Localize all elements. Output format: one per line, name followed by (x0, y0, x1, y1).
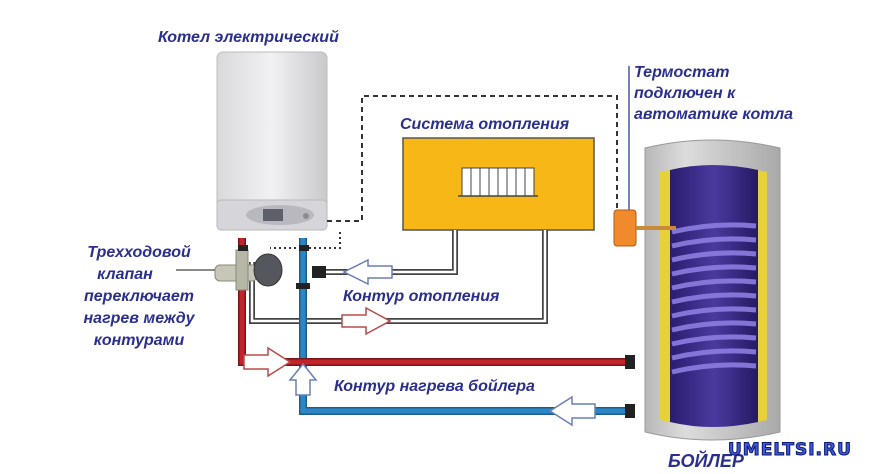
storage-tank-label: БОЙЛЕР (668, 451, 744, 471)
arrow-heating-return (342, 258, 393, 286)
arrow-heating-supply (341, 306, 392, 336)
cold-tank-outlet-fitting (625, 404, 635, 418)
valve-note-line: контурами (93, 332, 185, 349)
storage-tank (644, 139, 781, 441)
cold-pipe-fitting (296, 283, 310, 289)
return-fitting (312, 266, 326, 278)
heating-circuit-supply-pipe (249, 230, 548, 324)
valve-note-line: клапан (97, 266, 153, 283)
control-wire-to-valve (270, 232, 341, 249)
thermostat-note-line: Термостат (634, 64, 730, 81)
arrow-cold-return (548, 395, 596, 427)
thermostat-note-line: подключен к (634, 85, 736, 102)
heating-circuit-label: Контур отопления (343, 288, 500, 305)
thermostat-control-wire (327, 95, 618, 222)
electric-boiler-unit (216, 51, 328, 231)
heating-system-box (402, 137, 595, 231)
cold-return-pipe (299, 238, 632, 415)
heating-system-label: Система отопления (400, 116, 570, 133)
three-way-valve (214, 245, 309, 291)
boiler-display (263, 209, 283, 221)
electric-boiler-label: Котел электрический (158, 29, 339, 46)
radiator-icon (458, 167, 538, 197)
arrow-hot-supply (243, 346, 292, 378)
heat-exchanger-coil (671, 222, 757, 375)
thermostat-note-line: автоматике котла (634, 106, 794, 123)
valve-note-line: Трехходовой (87, 244, 191, 261)
boiler-circuit-label: Контур нагрева бойлера (334, 378, 535, 395)
valve-note-line: нагрев между (83, 310, 195, 327)
valve-note: Трехходовой клапан переключает нагрев ме… (64, 242, 214, 352)
valve-note-line: переключает (84, 288, 194, 305)
thermostat-device (613, 209, 676, 247)
watermark-logo: UMELTSI.RU (728, 440, 852, 461)
arrow-cold-return-up (288, 362, 318, 396)
thermostat-note: Термостат подключен к автоматике котла (634, 62, 793, 125)
hot-tank-inlet-fitting (625, 355, 635, 369)
